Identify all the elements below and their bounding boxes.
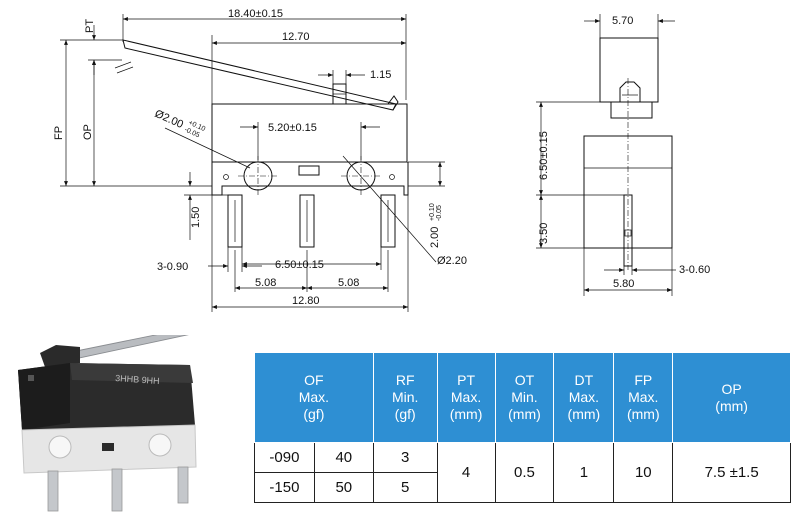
cell-rf: 3: [372, 442, 438, 473]
front-body-top: [211, 103, 408, 163]
side-top-cap: [599, 37, 659, 103]
dim-lever-width: 1.15: [370, 69, 391, 81]
table-row: -150 50 5: [254, 472, 791, 503]
dim-terminal-end-dia: Ø2.20: [437, 255, 467, 267]
product-photo: 3HHB 9HH: [18, 335, 197, 512]
dim-side-terminal-length: 3.50: [538, 223, 550, 244]
cell-of: 50: [313, 472, 374, 503]
table-row: -090 40 3 4 0.5 1 10 7.5 ±1.5: [254, 442, 791, 503]
cell-op: 7.5 ±1.5: [672, 442, 791, 503]
header-dt: DT Max. (mm): [553, 352, 615, 443]
header-ot: OT Min. (mm): [494, 352, 555, 443]
dim-terminal-width: 3-0.90: [157, 261, 188, 273]
cell-fp: 10: [613, 442, 674, 503]
header-rf: RF Min. (gf): [372, 352, 438, 443]
dim-pin-pitch-left: 5.08: [255, 277, 276, 289]
dim-pin-pitch-right: 5.08: [338, 277, 359, 289]
cell-pt: 4: [436, 442, 496, 503]
front-body-base: [211, 162, 409, 196]
pt-label: PT: [84, 19, 96, 33]
cell-model: -090: [254, 442, 315, 473]
dim-side-base-width: 5.80: [613, 278, 634, 290]
terminal-right: [380, 194, 396, 248]
dim-terminal-height: 1.50: [190, 207, 202, 228]
dim-body-length: 12.70: [282, 31, 310, 43]
photo-pin-left: [47, 470, 59, 512]
cell-ot: 0.5: [494, 442, 555, 503]
cell-of: 40: [313, 442, 374, 473]
terminal-left: [227, 194, 243, 248]
dim-terminal-spacing: 6.50±0.15: [275, 259, 324, 271]
dim-base-width: 12.80: [292, 295, 320, 307]
dim-side-body-height: 6.50±0.15: [538, 131, 550, 180]
cell-rf: 5: [372, 472, 438, 503]
cell-dt: 1: [553, 442, 615, 503]
terminal-middle: [299, 194, 315, 248]
dim-hole-spacing: 5.20±0.15: [268, 122, 317, 134]
photo-pin-middle: [111, 468, 123, 512]
dim-side-terminal-thickness: 3-0.60: [679, 264, 710, 276]
fp-label: FP: [53, 126, 65, 140]
header-pt: PT Max. (mm): [436, 352, 496, 443]
dim-slot-tol-bottom: -0.05: [436, 205, 443, 221]
side-view: 5.70 6.50±0.15 3.50 3-0.60 5.80: [536, 14, 710, 296]
photo-marking: 3HHB 9HH: [115, 373, 160, 386]
dim-slot: 2.00: [429, 227, 441, 248]
cell-model: -150: [254, 472, 315, 503]
photo-pin-right: [177, 466, 189, 504]
op-label: OP: [82, 124, 94, 140]
dim-hole-diameter: Ø2.00: [153, 108, 185, 131]
header-of: OF Max. (gf): [254, 352, 374, 443]
dim-overall-length: 18.40±0.15: [228, 8, 283, 20]
dim-side-top-width: 5.70: [612, 15, 633, 27]
spec-table: OF Max. (gf) RF Min. (gf) PT Max. (mm) O…: [254, 352, 791, 503]
dim-slot-tol-top: +0.10: [429, 203, 436, 221]
header-op: OP (mm): [672, 352, 791, 443]
front-view: 18.40±0.15 12.70 1.15 5.20±0.15 Ø2.00 +0…: [53, 8, 467, 312]
header-fp: FP Max. (mm): [613, 352, 674, 443]
